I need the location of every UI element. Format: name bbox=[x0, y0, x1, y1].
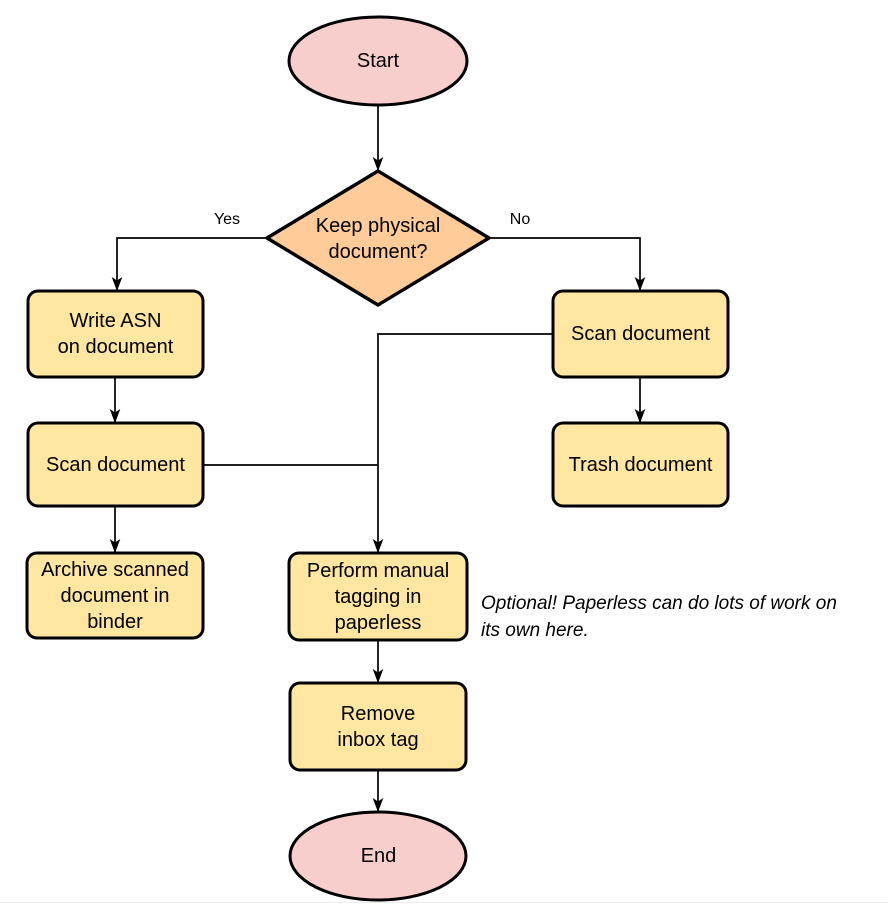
bottom-divider bbox=[0, 902, 888, 903]
annotation-text: Optional! Paperless can do lots of work … bbox=[481, 593, 837, 641]
edge-scanright-to-tagging bbox=[378, 333, 553, 552]
remove-inbox-node-shape bbox=[288, 681, 468, 772]
end-node-shape bbox=[288, 810, 468, 902]
start-node-shape bbox=[287, 15, 469, 107]
write-asn-node-shape bbox=[26, 289, 205, 379]
edge-decision-yes bbox=[117, 237, 267, 290]
trash-node-shape bbox=[551, 421, 730, 508]
decision-node-shape bbox=[265, 169, 491, 307]
archive-node-shape bbox=[25, 551, 205, 640]
tagging-node-shape bbox=[287, 551, 469, 642]
scan-right-node-shape bbox=[551, 289, 730, 379]
edge-decision-no bbox=[489, 237, 640, 290]
scan-left-node-shape bbox=[26, 421, 205, 508]
